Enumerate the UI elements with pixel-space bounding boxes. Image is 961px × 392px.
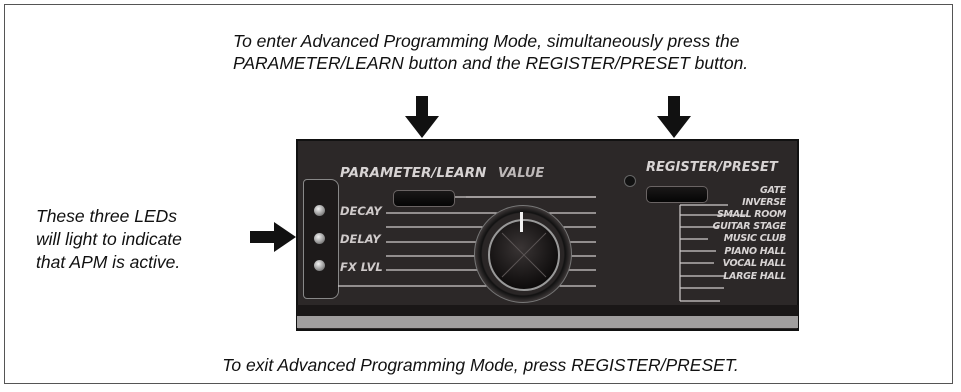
led-note-line-1: These three LEDs [36,206,178,226]
effects-panel [296,139,799,331]
enter-instruction: To enter Advanced Programming Mode, simu… [233,30,913,74]
led-indicator-icon [314,260,325,271]
preset-music-club: MUSIC CLUB [723,233,787,244]
diagram-frame [4,4,953,384]
register-preset-label: REGISTER/PRESET [646,160,778,175]
exit-instruction: To exit Advanced Programming Mode, press… [222,355,739,375]
led-indicator-icon [314,233,325,244]
led-label-fx-level: FX LVL [340,260,383,274]
preset-guitar-stage: GUITAR STAGE [712,221,787,232]
value-label: VALUE [498,166,545,181]
preset-large-hall: LARGE HALL [723,271,786,282]
parameter-learn-button[interactable] [393,190,455,207]
panel-bottom-edge [297,305,798,316]
led-indicator-icon [314,205,325,216]
preset-gate: GATE [759,185,786,196]
preset-list: GATE INVERSE SMALL ROOM GUITAR STAGE MUS… [680,185,787,307]
parameter-learn-label: PARAMETER/LEARN [340,165,487,181]
register-led-icon [624,175,636,187]
preset-vocal-hall: VOCAL HALL [722,258,787,269]
down-arrow-icon [405,96,439,138]
led-note-line-2: will light to indicate [36,229,182,249]
led-label-delay: DELAY [340,232,381,246]
led-note: These three LEDs will light to indicate … [36,205,236,274]
preset-inverse: INVERSE [742,197,786,208]
right-arrow-icon [250,222,296,252]
panel-trim-strip [297,316,798,328]
knob-indicator-icon [520,212,523,232]
led-label-decay: DECAY [340,204,382,218]
register-preset-button[interactable] [646,186,708,203]
preset-small-room: SMALL ROOM [717,209,786,220]
preset-piano-hall: PIANO HALL [724,246,786,257]
knob-cross-icon [501,232,547,278]
enter-instruction-line-1: To enter Advanced Programming Mode, simu… [233,31,740,51]
down-arrow-icon [657,96,691,138]
led-bay [303,179,339,299]
enter-instruction-line-2: PARAMETER/LEARN button and the REGISTER/… [233,53,749,73]
led-note-line-3: that APM is active. [36,252,181,272]
